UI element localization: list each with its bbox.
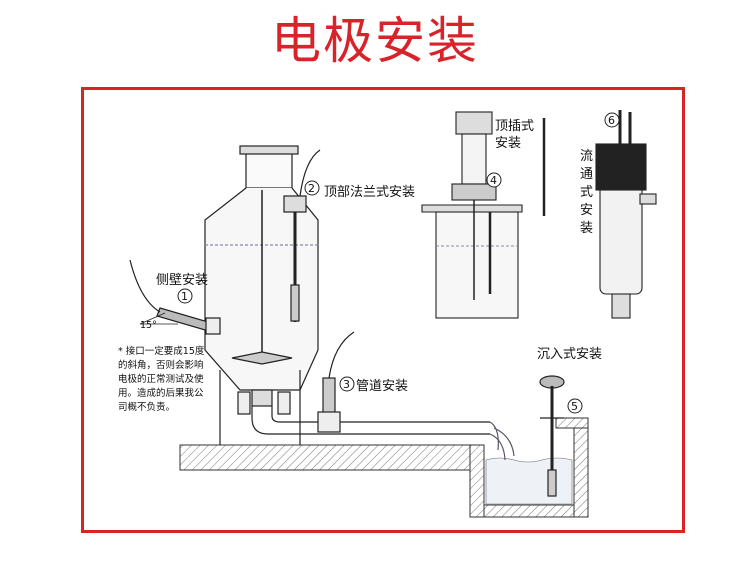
diagram-frame [81, 87, 685, 533]
top-insert-sensor [421, 111, 546, 319]
label-submerged: 沉入式安装 [537, 347, 602, 362]
pipeline-sensor [317, 331, 355, 433]
note-line: 司概不负责。 [118, 401, 175, 413]
label-side-wall: 侧壁安装 [156, 273, 208, 288]
installation-note: * 接口一定要成15度 的斜角，否则会影响 电极的正常测试及使 用。造成的后果我… [118, 345, 205, 413]
label-flow-char: 流 [580, 149, 593, 164]
label-flow-char: 通 [580, 167, 593, 182]
label-flow-char: 安 [580, 203, 593, 218]
label-top-insert-1: 顶插式 [495, 119, 534, 134]
label-flow-through: 流 通 式 安 装 [580, 149, 593, 236]
label-pipeline: 管道安装 [356, 379, 408, 394]
label-flow-char: 装 [580, 221, 593, 236]
flow-through-cell [595, 110, 657, 319]
angle-label: 15° [140, 320, 157, 331]
label-flow-char: 式 [580, 185, 593, 200]
marker-3: 3 [343, 378, 350, 391]
top-flange-sensor [283, 149, 321, 322]
page-title: 电极安装 [271, 12, 479, 70]
submerged-sensor [539, 375, 565, 497]
marker-6: 6 [608, 114, 615, 127]
label-top-flange: 顶部法兰式安装 [324, 185, 415, 200]
number-markers [177, 112, 620, 414]
label-top-insert-2: 安装 [495, 136, 521, 151]
note-line: 的斜角，否则会影响 [118, 359, 204, 371]
pipe [237, 391, 515, 461]
note-line: 用。造成的后果我公 [118, 387, 204, 399]
note-line: 电极的正常测试及使 [118, 373, 204, 385]
ground [179, 417, 589, 518]
marker-2: 2 [308, 182, 315, 195]
marker-4: 4 [490, 174, 497, 187]
side-wall-sensor [129, 259, 221, 335]
marker-5: 5 [571, 400, 578, 413]
note-line: * 接口一定要成15度 [118, 345, 205, 357]
marker-1: 1 [181, 290, 188, 303]
tank [204, 145, 319, 445]
